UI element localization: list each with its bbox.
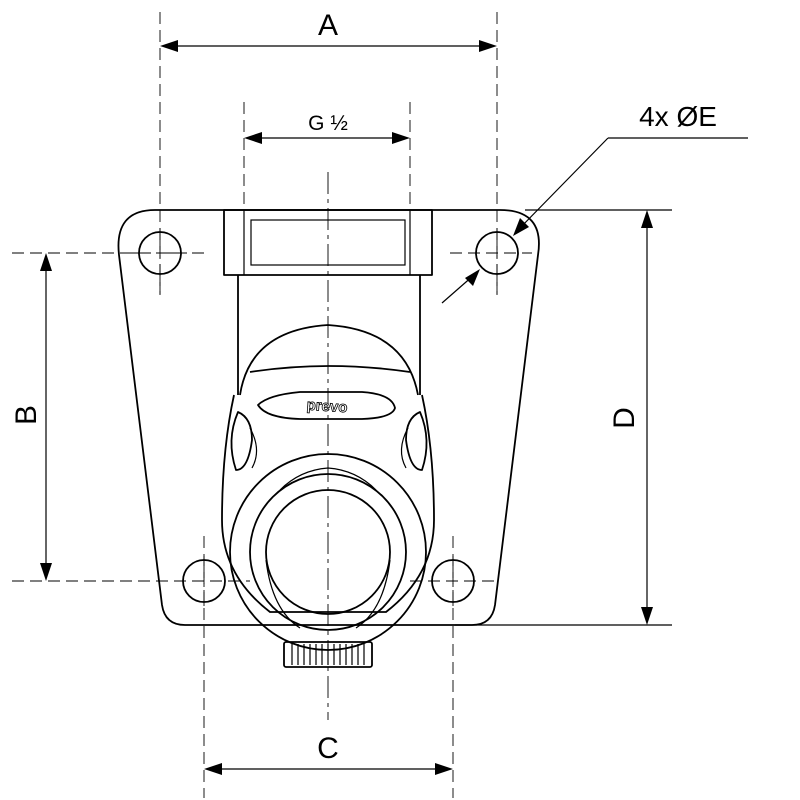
dimension-thread-label: G ½	[308, 112, 348, 135]
dimension-holes: 4x ØE	[441, 101, 748, 304]
dimension-a: A	[160, 9, 497, 52]
dimension-c-label: C	[317, 732, 339, 765]
dimension-a-label: A	[318, 9, 338, 42]
thread-port	[223, 209, 433, 395]
dimension-c: C	[204, 732, 453, 775]
hole-bottom-right	[431, 559, 475, 603]
dimension-thread: G ½	[244, 112, 410, 144]
dimension-d: D	[608, 210, 653, 625]
dimension-d-label: D	[608, 407, 641, 429]
dimension-holes-label: 4x ØE	[639, 101, 717, 132]
hole-top-right	[475, 231, 519, 275]
mounting-holes	[138, 231, 519, 603]
logo-mark: prevo	[306, 397, 348, 417]
mounting-plate	[117, 209, 540, 626]
center-lines	[120, 172, 498, 720]
knurl-lines	[291, 644, 365, 665]
hole-bottom-left	[182, 559, 226, 603]
dimension-b-label: B	[10, 405, 43, 425]
hole-top-left	[138, 231, 182, 275]
dimension-b: B	[10, 253, 52, 581]
push-fit-connector: prevo	[221, 324, 435, 668]
